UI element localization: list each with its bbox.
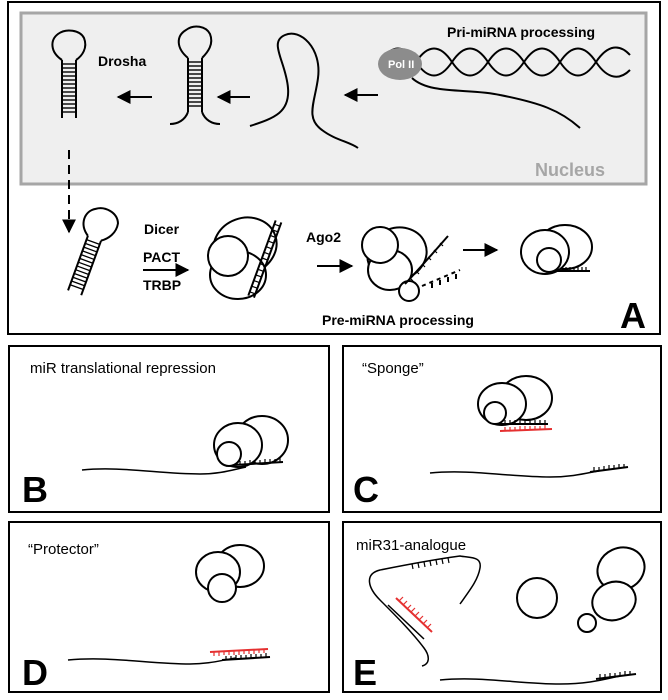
risc-b — [213, 415, 289, 468]
nucleus-label: Nucleus — [535, 160, 605, 180]
hairpin-base-pairs-1 — [188, 61, 202, 107]
risc-duplex-1 — [247, 220, 283, 298]
hairpin-base-pairs-2 — [62, 63, 76, 113]
guide-strand-ticks — [409, 242, 444, 282]
mrna-d — [67, 657, 237, 665]
panel-c: “Sponge” C — [342, 345, 662, 513]
risc-d — [195, 544, 265, 603]
pol-ii-label: Pol II — [388, 59, 414, 71]
target-site-d-ticks — [225, 653, 267, 660]
protector-strand-d — [209, 648, 269, 653]
protector-ticks-d — [213, 649, 265, 656]
sponge-ticks-c — [504, 425, 546, 431]
mirna-c-ticks — [504, 420, 546, 424]
drosha-label: Drosha — [98, 53, 146, 69]
target-site-c-ticks — [593, 464, 625, 471]
dicer-label: Dicer — [144, 221, 180, 237]
pri-mirna-hairpin — [169, 25, 221, 125]
panel-e-title: miR31-analogue — [356, 537, 466, 554]
risc-unwinding — [361, 226, 428, 302]
pol-ii-enzyme — [378, 48, 422, 80]
analogue-red-ticks — [398, 596, 432, 629]
sponge-strand-c — [499, 428, 553, 432]
panel-c-title: “Sponge” — [362, 360, 424, 377]
panel-a-letter: A — [620, 295, 646, 336]
panel-c-frame — [342, 345, 662, 513]
pact-label: PACT — [143, 249, 181, 265]
panel-b-letter: B — [22, 469, 48, 510]
target-site-e-ticks — [599, 671, 631, 678]
cytoplasmic-pre-mirna — [67, 207, 119, 296]
analogue-hairpin-ticks — [411, 557, 450, 570]
panel-e-letter: E — [353, 652, 377, 693]
panel-a: Nucleus Pol II Pri-miRNA processing Dros… — [7, 1, 661, 336]
panel-d: “Protector” D — [8, 521, 330, 693]
panel-b-title: miR translational repression — [30, 360, 216, 377]
pri-mirna-processing-label: Pri-miRNA processing — [447, 24, 595, 40]
target-site-e — [595, 673, 637, 680]
panel-d-letter: D — [22, 652, 48, 693]
mrna-e — [439, 675, 621, 685]
dissociated-risc — [516, 546, 646, 633]
pri-mirna-strand — [249, 32, 359, 149]
analogue-hairpin — [368, 555, 481, 667]
nascent-transcript — [411, 77, 581, 129]
risc-c — [477, 375, 553, 426]
panel-e: miR31-analogue E — [342, 521, 662, 693]
target-site-c — [589, 466, 629, 473]
ago2-label: Ago2 — [306, 229, 341, 245]
passenger-strand — [421, 269, 461, 288]
analogue-black-strand — [387, 604, 425, 640]
guide-strand — [404, 235, 449, 285]
analogue-red-strand — [395, 597, 433, 633]
panel-b: miR translational repression B — [8, 345, 330, 513]
mirna-b-ticks — [239, 458, 281, 465]
mrna-c — [429, 469, 605, 478]
panel-c-letter: C — [353, 469, 379, 510]
pre-mirna-processing-label: Pre-miRNA processing — [322, 312, 474, 328]
mrna-b — [81, 466, 247, 475]
mature-risc — [520, 224, 593, 275]
mature-risc-ticks — [557, 267, 587, 271]
panel-d-title: “Protector” — [28, 541, 99, 558]
trbp-label: TRBP — [143, 277, 181, 293]
